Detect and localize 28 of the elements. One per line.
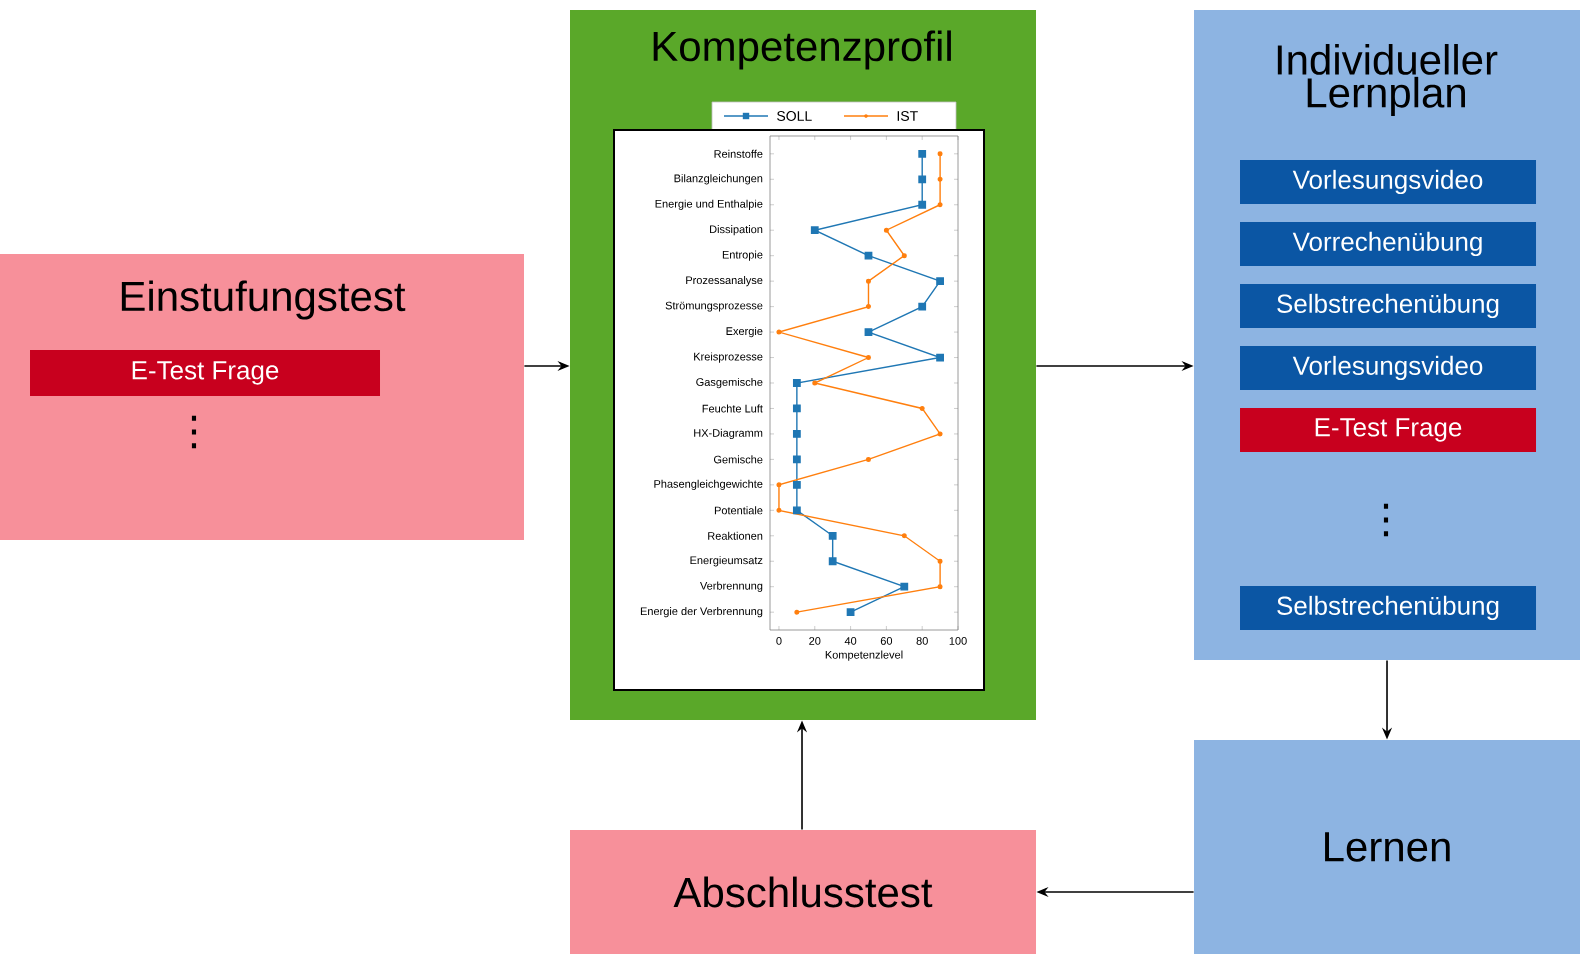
point [918, 175, 927, 184]
plan-item: Vorlesungsvideo [1240, 346, 1536, 390]
point [900, 582, 909, 591]
point [918, 302, 927, 311]
point [810, 226, 819, 235]
point [828, 531, 837, 540]
point [792, 430, 801, 438]
plan-item: Vorrechenübung [1240, 222, 1536, 266]
plan-item: Vorlesungsvideo [1240, 160, 1536, 204]
point [936, 353, 944, 362]
final-test-box: Abschlusstest [570, 830, 1036, 954]
point [792, 455, 801, 464]
plan-item: Selbstrechenübung [1240, 284, 1536, 328]
point [792, 404, 801, 413]
plan-item: Selbstrechenübung [1240, 586, 1536, 630]
point [918, 149, 927, 158]
point [792, 480, 801, 489]
point [792, 506, 801, 515]
point [828, 557, 837, 566]
question-box: E-Test Frage [30, 350, 380, 396]
point [864, 251, 873, 260]
question-box: E-Test Frage [1240, 408, 1536, 452]
point [936, 277, 944, 286]
point [792, 379, 801, 387]
point [864, 328, 873, 336]
learning-box: Lernen [1194, 740, 1580, 954]
point [918, 200, 927, 209]
point [846, 608, 855, 617]
